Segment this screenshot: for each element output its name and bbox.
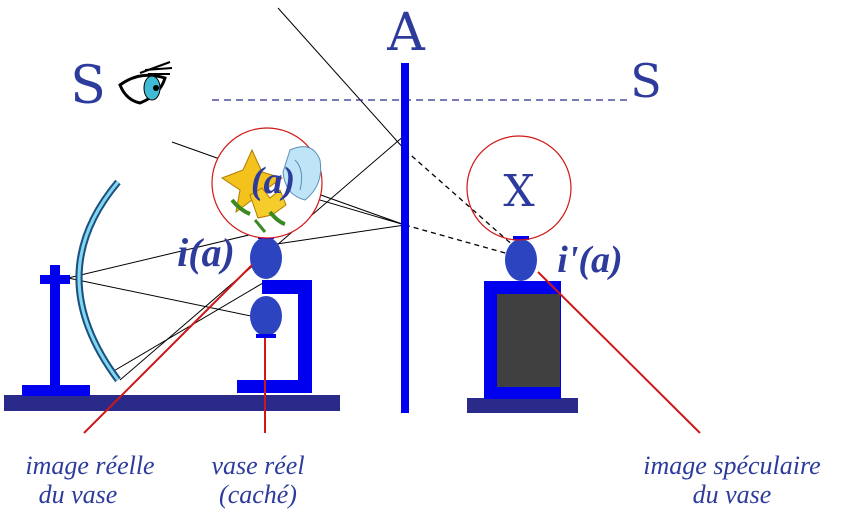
- caption-image-reelle-2: du vase: [39, 480, 118, 509]
- dashed-lines: [212, 99, 632, 257]
- pointer-image-speculaire: [537, 271, 701, 434]
- flower-bouquet-icon: [220, 146, 322, 233]
- letter-a-mirror-label: A: [386, 3, 426, 63]
- stand-post: [50, 265, 60, 387]
- letter-s-observer: S: [70, 56, 106, 116]
- concave-mirror-surface: [77, 181, 120, 381]
- letter-s-image: S: [630, 54, 662, 108]
- caption-image-speculaire-1: image spéculaire: [643, 451, 820, 480]
- pointer-lines: [83, 264, 701, 434]
- base-platform-left: [4, 395, 340, 411]
- mirror-a: [401, 63, 409, 413]
- stand-crossbar: [40, 275, 70, 284]
- caption-vase-reel-1: vase réel: [211, 451, 304, 480]
- ray-vase-to-mirror: [269, 224, 406, 246]
- hidden-vase-rim: [256, 334, 276, 338]
- specular-vase-body: [505, 239, 537, 281]
- caption-image-reelle-1: image réelle: [25, 451, 154, 480]
- virtual-ray-upper: [404, 149, 517, 249]
- virtual-ray-lower: [404, 224, 517, 257]
- ray-concave-2: [67, 277, 271, 321]
- eye-icon: [118, 61, 173, 105]
- caption-vase-reel-2: (caché): [219, 480, 297, 509]
- label-i-prime-a: i'(a): [557, 239, 622, 281]
- pedestal-right-inner: [497, 294, 560, 387]
- label-a-in-circle: (a): [251, 160, 295, 202]
- ray-top-diagonal: [277, 7, 406, 151]
- image-vase-body: [250, 237, 282, 279]
- base-platform-right: [467, 398, 578, 413]
- letter-x-in-circle: X: [503, 166, 535, 217]
- caption-image-speculaire-2: du vase: [693, 480, 772, 509]
- hidden-vase-body: [250, 296, 282, 336]
- pointer-image-reelle: [83, 264, 253, 434]
- specular-vase-rim: [513, 236, 529, 240]
- ray-concave-1: [67, 229, 271, 279]
- hidden-real-vase: [250, 296, 282, 338]
- stand-foot: [22, 385, 90, 396]
- specular-image-vase: [505, 236, 537, 281]
- vase-bracket: [237, 280, 312, 393]
- real-image-vase: [250, 235, 282, 279]
- mirror-stand: [22, 265, 90, 396]
- label-i-a: i(a): [177, 230, 235, 275]
- x-circle: [466, 135, 572, 241]
